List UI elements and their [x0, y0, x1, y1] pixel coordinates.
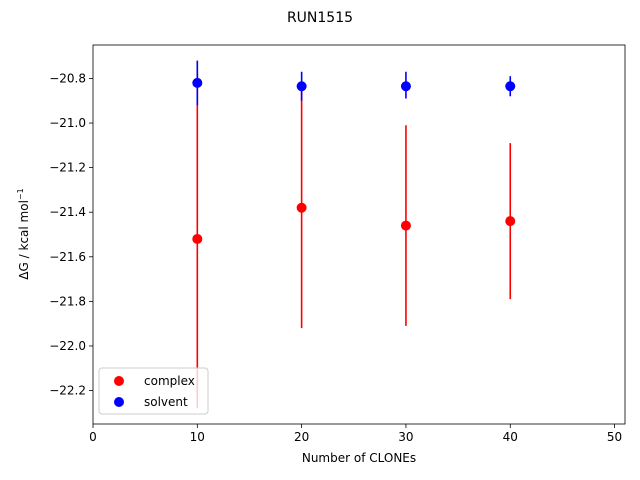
x-tick-label-40: 40 — [503, 430, 518, 444]
solvent-point-30 — [400, 81, 411, 92]
x-tick-label-30: 30 — [398, 430, 413, 444]
y-tick-label-2: −21.8 — [49, 294, 86, 308]
solvent-point-10 — [192, 77, 203, 88]
x-axis: 0 10 20 30 40 50 — [89, 424, 622, 444]
legend: complex solvent — [98, 367, 209, 415]
y-axis-label-main: ΔG / kcal mol — [17, 200, 31, 280]
solvent-point-20 — [296, 81, 307, 92]
x-tick-label-0: 0 — [89, 430, 97, 444]
y-tick-label-5: −21.2 — [49, 161, 86, 175]
x-tick-label-10: 10 — [190, 430, 205, 444]
x-axis-label: Number of CLONEs — [302, 451, 416, 465]
y-tick-label-1: −22.0 — [49, 339, 86, 353]
y-tick-label-3: −21.6 — [49, 250, 86, 264]
y-tick-label-7: −20.8 — [49, 71, 86, 85]
y-tick-label-0: −22.2 — [49, 384, 86, 398]
legend-marker-complex — [114, 376, 124, 386]
legend-marker-solvent — [114, 397, 124, 407]
y-tick-label-6: −21.0 — [49, 116, 86, 130]
y-axis-label-exponent: −1 — [16, 188, 25, 200]
y-axis-label: ΔG / kcal mol−1 — [16, 188, 31, 279]
legend-label-solvent: solvent — [144, 395, 188, 409]
legend-box — [98, 367, 209, 415]
plot-frame — [92, 44, 626, 425]
y-axis: −22.2 −22.0 −21.8 −21.6 −21.4 −21.2 −21.0 −20.8 — [49, 71, 93, 398]
legend-label-complex: complex — [144, 374, 195, 388]
x-tick-label-50: 50 — [607, 430, 622, 444]
plot-content — [192, 60, 516, 409]
complex-point-10 — [192, 233, 203, 244]
complex-point-20 — [296, 202, 307, 213]
complex-point-40 — [505, 216, 516, 227]
y-tick-label-4: −21.4 — [49, 205, 86, 219]
solvent-point-40 — [505, 81, 516, 92]
chart-title: RUN1515 — [287, 10, 353, 26]
x-tick-label-20: 20 — [294, 430, 309, 444]
complex-point-30 — [400, 220, 411, 231]
